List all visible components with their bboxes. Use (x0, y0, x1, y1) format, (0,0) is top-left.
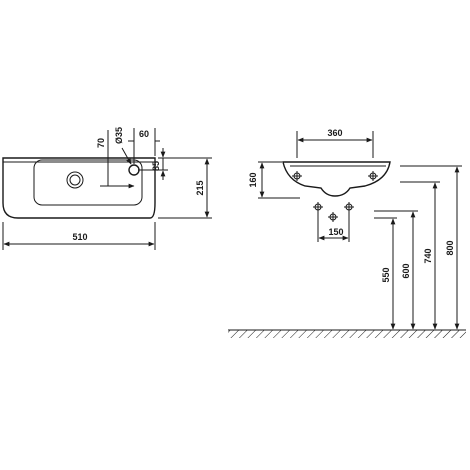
bowl-outline (33, 159, 143, 206)
basin-outline (2, 157, 156, 219)
fixing-point-left (292, 171, 302, 181)
waste-height-label: 550 (381, 267, 391, 282)
width-label: 510 (72, 232, 87, 242)
tap-hole-diameter-label: Ø35 (114, 127, 124, 144)
top-view: 510 215 85 70 Ø35 60 (2, 127, 212, 250)
rim-height-label: 800 (445, 240, 455, 255)
drain-outer (66, 171, 84, 189)
waste-spacing-label: 150 (328, 227, 343, 237)
edge-offset-label: 60 (139, 129, 149, 139)
tap-offset-label: 70 (96, 138, 106, 148)
rim-bottom-height-label: 740 (423, 248, 433, 263)
fixing-spacing-label: 360 (327, 128, 342, 138)
supply-height-label: 600 (401, 263, 411, 278)
front-view: 360 160 150 550 600 740 800 (228, 128, 466, 338)
bowl-edge-label: 85 (151, 161, 161, 171)
depth-label: 215 (195, 180, 205, 195)
floor-hatching (228, 330, 466, 338)
leader-line (121, 147, 132, 165)
tap-hole (128, 164, 140, 176)
basin-front-outline (282, 161, 391, 197)
waste-point (328, 212, 338, 222)
fixing-height-label: 160 (248, 172, 258, 187)
drain-inner (69, 174, 81, 186)
fixing-point-right (368, 171, 378, 181)
